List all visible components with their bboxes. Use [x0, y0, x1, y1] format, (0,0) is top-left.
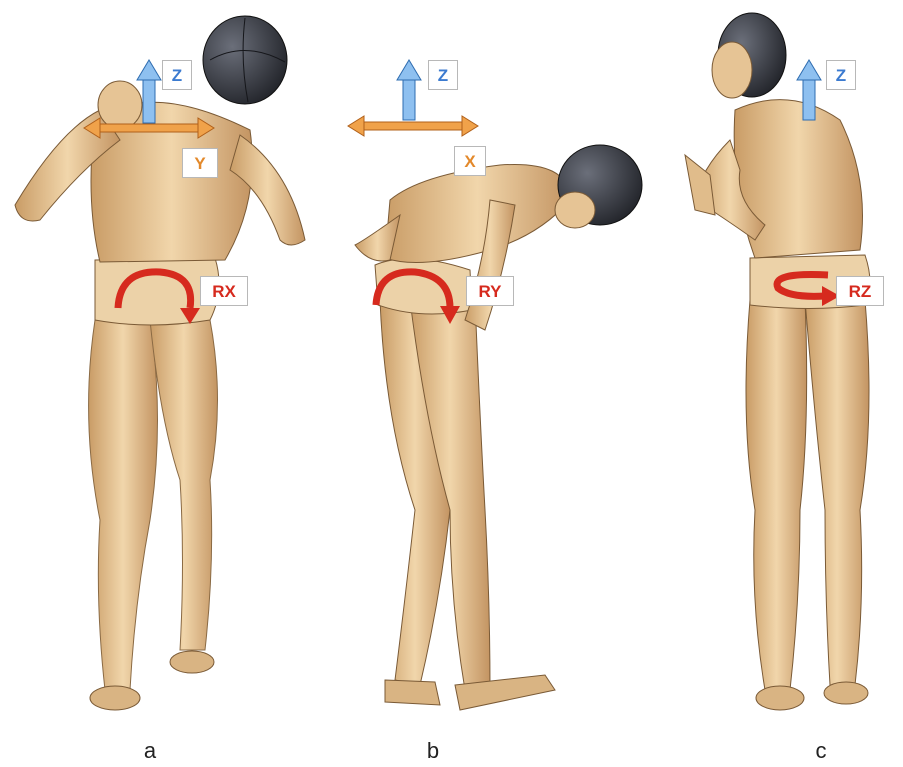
- z-axis-arrow-b: [397, 60, 421, 120]
- rear-foot: [385, 680, 440, 705]
- left-leg: [746, 300, 807, 690]
- right-foot: [824, 682, 868, 704]
- mannequin-figure-a: [0, 0, 300, 767]
- left-leg: [89, 320, 158, 690]
- left-foot: [90, 686, 140, 710]
- x-axis-label: X: [454, 146, 486, 176]
- head: [203, 16, 287, 104]
- rx-rotation-label: RX: [200, 276, 248, 306]
- torso: [385, 164, 570, 262]
- panel-c: Z RZ c: [640, 0, 903, 767]
- right-foot: [170, 651, 214, 673]
- z-axis-label-c: Z: [826, 60, 856, 90]
- caption-b: b: [418, 738, 448, 764]
- mannequin-figure-c: [640, 0, 903, 767]
- z-axis-label-a: Z: [162, 60, 192, 90]
- right-leg: [150, 320, 218, 650]
- panel-a: Z Y RX a: [0, 0, 300, 767]
- caption-a: a: [135, 738, 165, 764]
- z-axis-label-b: Z: [428, 60, 458, 90]
- mannequin-figure-b: [300, 0, 640, 767]
- right-leg: [805, 300, 869, 685]
- pelvis: [375, 259, 472, 314]
- left-foot: [756, 686, 804, 710]
- ry-rotation-label: RY: [466, 276, 514, 306]
- rz-rotation-label: RZ: [836, 276, 884, 306]
- y-axis-label: Y: [182, 148, 218, 178]
- caption-c: c: [806, 738, 836, 764]
- panel-b: Z X RY b: [300, 0, 640, 767]
